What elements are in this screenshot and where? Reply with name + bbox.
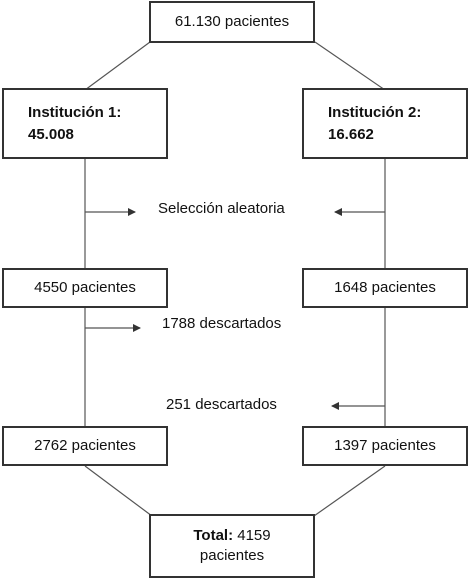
total-population-box: 61.130 pacientes <box>149 1 315 43</box>
institution-1-box: Institución 1: 45.008 <box>2 88 168 159</box>
institution-1-name: Institución 1: <box>28 103 122 121</box>
total-box: Total: 4159 pacientes <box>149 514 315 578</box>
merge-line-left <box>84 465 153 517</box>
total-suffix: pacientes <box>199 547 265 564</box>
institution-1-stage1-box: 4550 pacientes <box>2 268 168 308</box>
institution-1-discarded-label: 1788 descartados <box>162 315 282 332</box>
institution-2-name: Institución 2: <box>328 103 422 121</box>
total-population-label: 61.130 pacientes <box>174 13 290 30</box>
total-prefix: Total: <box>193 527 234 544</box>
institution-2-stage2-label: 1397 pacientes <box>334 437 436 454</box>
institution-2-stage1-label: 1648 pacientes <box>334 279 436 296</box>
institution-2-count: 16.662 <box>328 125 374 143</box>
total-first-line: Total: 4159 <box>193 526 270 546</box>
institution-2-discarded-label: 251 descartados <box>166 396 277 413</box>
split-line-right <box>314 41 386 91</box>
split-line-left <box>84 41 151 91</box>
institution-2-stage2-box: 1397 pacientes <box>302 426 468 466</box>
merge-line-right <box>313 465 386 517</box>
total-value: 4159 <box>237 527 271 544</box>
selection-label: Selección aleatoria <box>158 200 285 217</box>
institution-1-stage1-label: 4550 pacientes <box>34 279 136 296</box>
institution-1-count: 45.008 <box>28 125 74 143</box>
institution-1-stage2-box: 2762 pacientes <box>2 426 168 466</box>
institution-1-stage2-label: 2762 pacientes <box>34 437 136 454</box>
institution-2-stage1-box: 1648 pacientes <box>302 268 468 308</box>
institution-2-box: Institución 2: 16.662 <box>302 88 468 159</box>
